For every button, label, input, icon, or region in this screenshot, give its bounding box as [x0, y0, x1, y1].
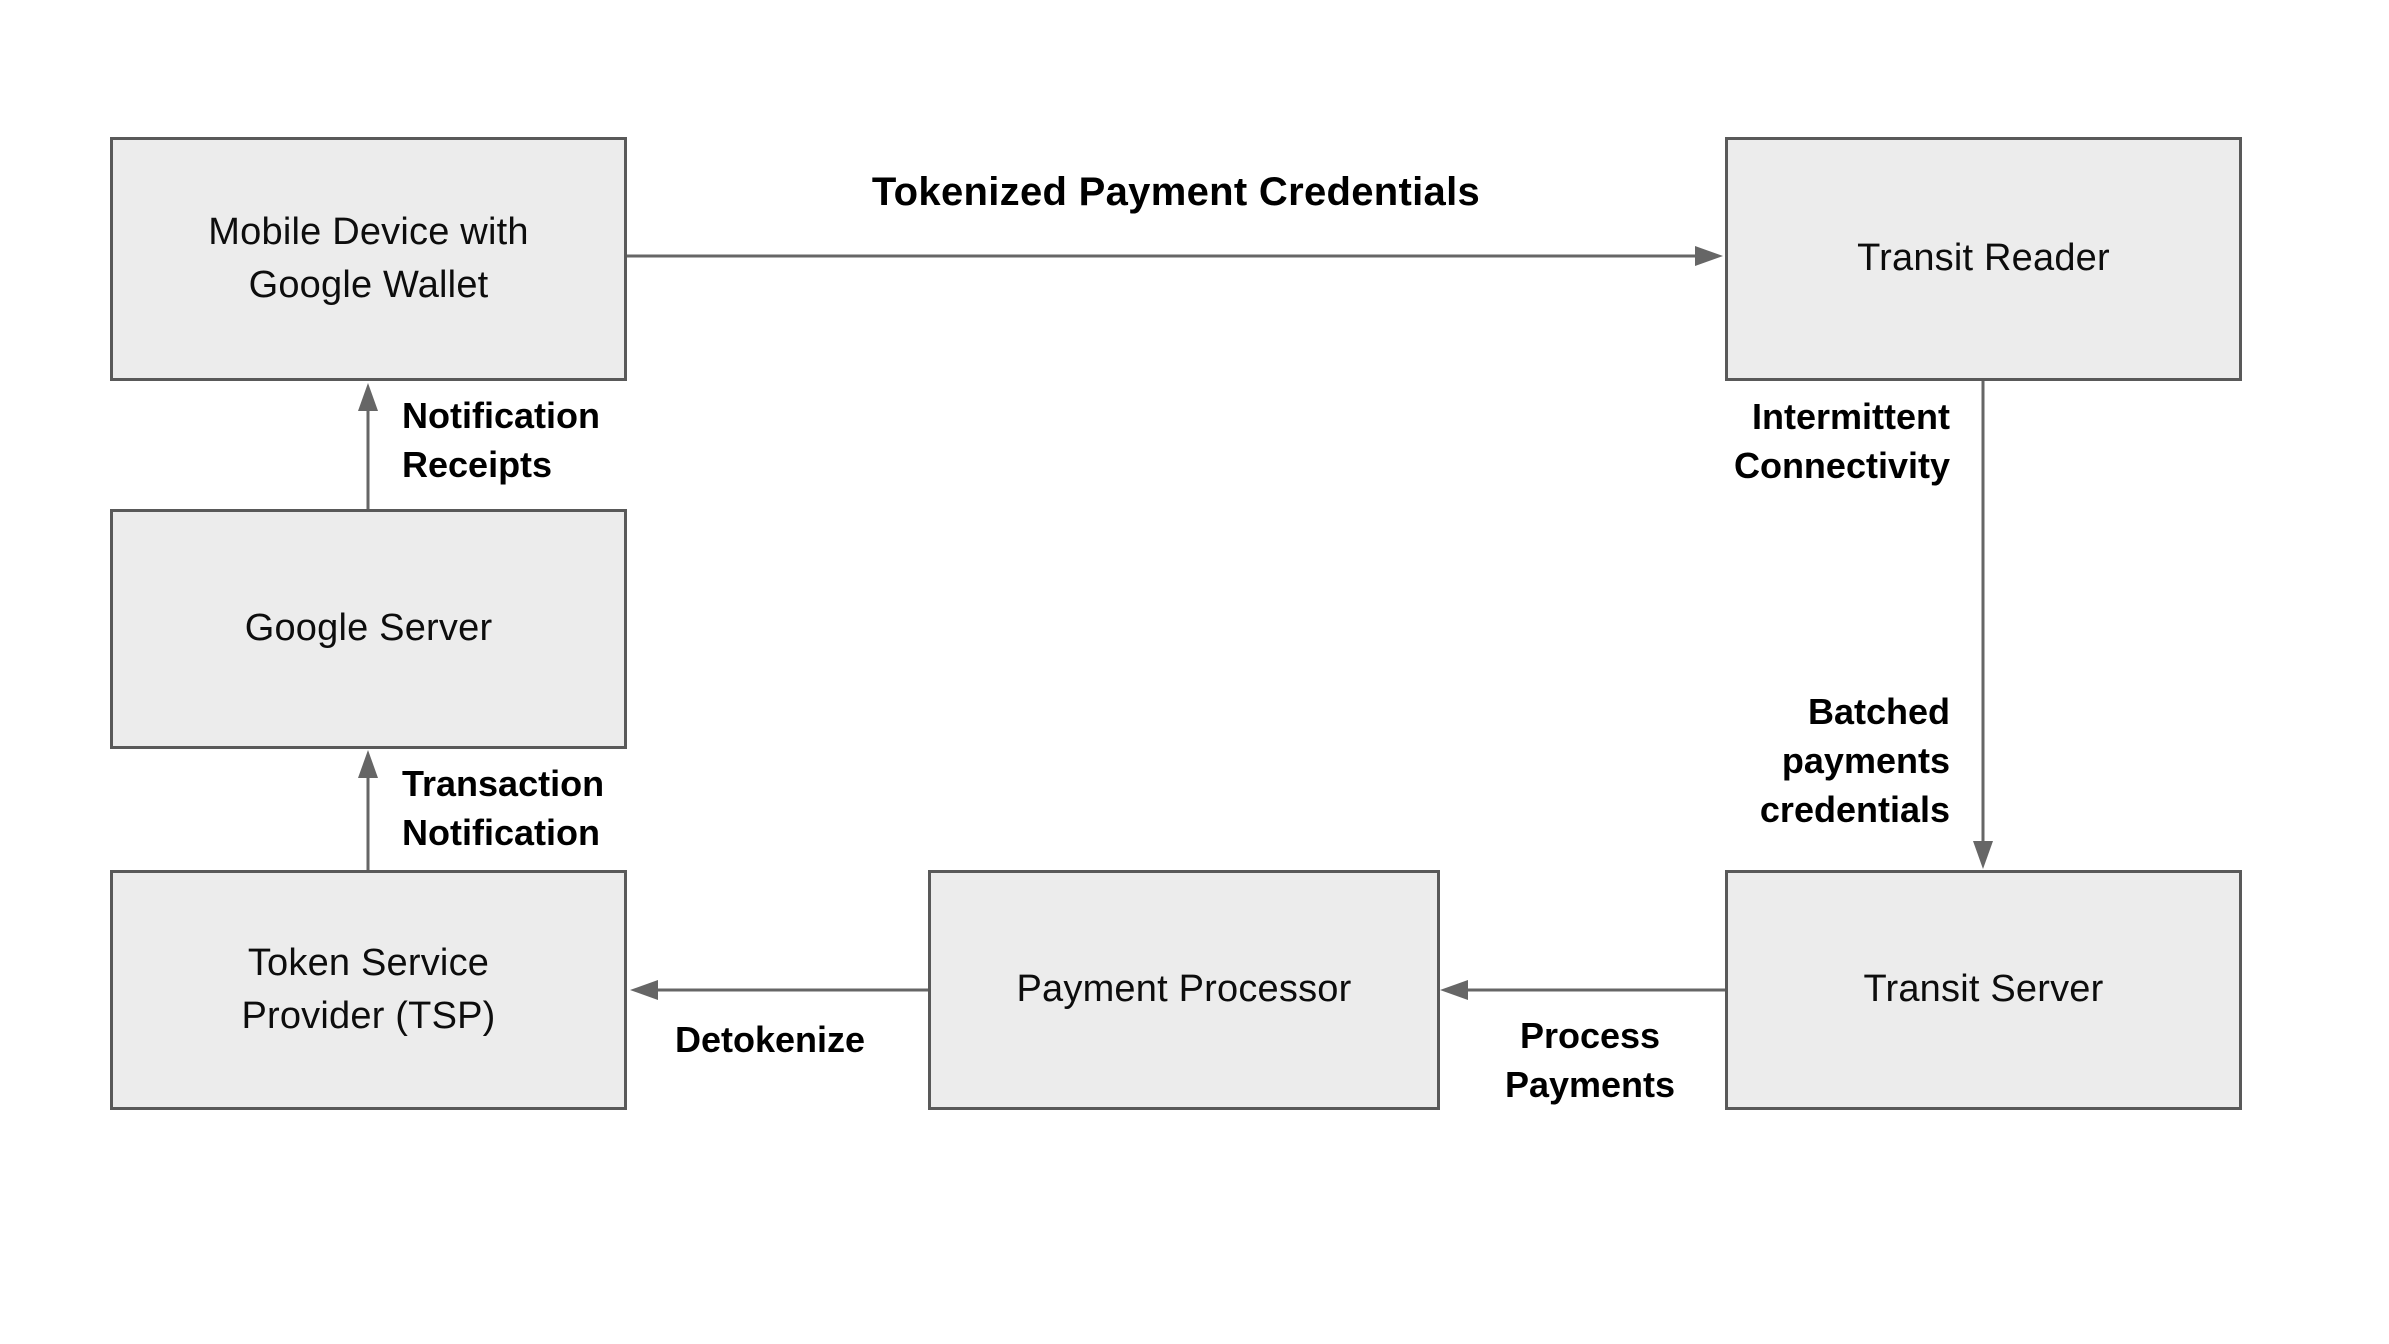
node-label: Transit Server [1863, 963, 2103, 1016]
edge-process-payments-arrow [1440, 980, 1725, 1000]
node-label: Token Service Provider (TSP) [241, 937, 495, 1043]
node-label-line: Transit Reader [1857, 237, 2110, 280]
edge-label-line: Tokenized Payment Credentials [871, 170, 1481, 214]
edge-transaction-notification-arrow [358, 750, 378, 870]
node-label-line: Google Server [244, 607, 493, 650]
edge-label-line: Connectivity [1733, 444, 1950, 486]
edge-label-notification-receipts: Notification Receipts [402, 392, 862, 490]
node-label-line: Google Wallet [248, 264, 489, 306]
edge-label-line: Receipts [402, 443, 553, 485]
node-transit-reader: Transit Reader [1725, 137, 2242, 381]
edge-label-line: Notification [402, 811, 600, 853]
edge-label-line: payments [1781, 739, 1950, 781]
edge-label-line: Transaction [402, 763, 605, 804]
node-token-service-provider: Token Service Provider (TSP) [110, 870, 627, 1110]
node-mobile-device-google-wallet: Mobile Device with Google Wallet [110, 137, 627, 381]
arrowhead [358, 750, 378, 778]
node-label: Transit Reader [1857, 232, 2110, 285]
arrowhead [1973, 841, 1993, 869]
node-label: Google Server [245, 602, 493, 655]
node-label-line: Payment Processor [1016, 968, 1352, 1011]
arrowhead [1695, 246, 1723, 266]
edge-label-line: Process [1519, 1015, 1661, 1056]
edge-label-line: Notification [402, 395, 600, 436]
edge-label-tokenized-payment-credentials: Tokenized Payment Credentials [676, 165, 1676, 219]
edge-label-line: credentials [1759, 788, 1950, 830]
node-label: Mobile Device with Google Wallet [208, 206, 528, 312]
edge-label-intermittent-connectivity: Intermittent Connectivity [1450, 393, 1950, 491]
arrowhead [1440, 980, 1468, 1000]
edge-label-transaction-notification: Transaction Notification [402, 760, 862, 858]
node-label-line: Provider (TSP) [241, 995, 496, 1037]
node-transit-server: Transit Server [1725, 870, 2242, 1110]
node-label-line: Transit Server [1863, 968, 2104, 1011]
edge-label-line: Intermittent [1752, 396, 1950, 437]
arrowhead [630, 980, 658, 1000]
edge-notification-receipts-arrow [358, 383, 378, 509]
edge-label-line: Batched [1807, 691, 1950, 732]
node-label: Payment Processor [1017, 963, 1352, 1016]
edge-detokenize-arrow [630, 980, 928, 1000]
edge-tokenized-payment-credentials-arrow [627, 246, 1723, 266]
edge-label-batched-payments-credentials: Batched payments credentials [1450, 688, 1950, 835]
node-label-line: Token Service [247, 941, 490, 984]
arrowhead [358, 383, 378, 411]
edge-batched-payments-arrow [1973, 381, 1993, 869]
edge-label-detokenize: Detokenize [570, 1016, 970, 1065]
edge-label-line: Detokenize [674, 1019, 866, 1060]
edge-label-line: Payments [1504, 1063, 1676, 1105]
edge-label-process-payments: Process Payments [1390, 1012, 1790, 1110]
node-label-line: Mobile Device with [208, 210, 529, 253]
node-payment-processor: Payment Processor [928, 870, 1440, 1110]
node-google-server: Google Server [110, 509, 627, 749]
